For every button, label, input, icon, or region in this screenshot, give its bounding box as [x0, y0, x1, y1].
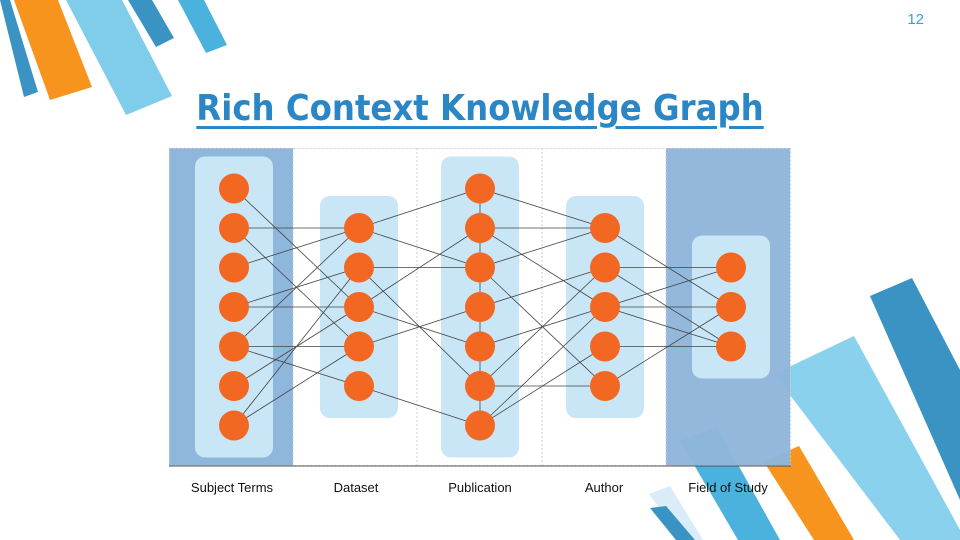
- graph-edge: [479, 227, 606, 268]
- column-label-author: Author: [584, 480, 624, 495]
- graph-node: [344, 213, 374, 243]
- deco-stripe: [178, 0, 227, 53]
- graph-edge: [233, 227, 360, 268]
- graph-node: [716, 331, 746, 362]
- graph-node: [219, 410, 249, 441]
- decorative-stripes-top-left: [0, 0, 227, 115]
- deco-stripe: [128, 0, 174, 47]
- deco-stripe: [649, 486, 703, 540]
- graph-edge: [358, 385, 481, 426]
- graph-node: [344, 252, 374, 283]
- decorative-stripes-bottom-right: [649, 278, 960, 540]
- graph-node: [219, 252, 249, 283]
- graph-edge: [604, 267, 732, 308]
- deco-stripe: [0, 0, 38, 97]
- graph-edge: [604, 306, 732, 347]
- column-label-publication: Publication: [448, 480, 512, 495]
- graph-edge: [479, 227, 606, 308]
- graph-edge: [479, 306, 606, 426]
- graph-edge: [358, 188, 481, 229]
- graph-node: [465, 173, 495, 204]
- graph-node: [344, 292, 374, 322]
- graph-edge: [233, 346, 360, 426]
- graph-node: [716, 252, 746, 283]
- graph-edge: [233, 227, 360, 347]
- graph-node: [219, 331, 249, 362]
- graph-edge: [233, 267, 360, 426]
- column-label-subject-terms: Subject Terms: [190, 480, 274, 495]
- graph-node: [465, 292, 495, 322]
- deco-stripe: [14, 0, 92, 100]
- graph-node: [590, 292, 620, 322]
- graph-edge: [233, 346, 360, 387]
- graph-node: [465, 410, 495, 441]
- graph-node: [590, 213, 620, 243]
- graph-node: [344, 331, 374, 362]
- deco-stripe: [870, 278, 960, 500]
- slide-number: 12: [907, 11, 924, 28]
- graph-node: [716, 292, 746, 322]
- column-label-dataset: Dataset: [333, 480, 379, 495]
- column-label-field-of-study: Field of Study: [688, 480, 768, 495]
- graph-node: [590, 371, 620, 401]
- graph-edge: [358, 227, 481, 308]
- graph-edge: [358, 227, 481, 268]
- deco-stripe: [764, 446, 854, 540]
- graph-node: [219, 371, 249, 401]
- graph-edge: [479, 188, 606, 229]
- graph-node: [465, 331, 495, 362]
- graph-edge: [604, 306, 732, 387]
- slide-title: Rich Context Knowledge Graph: [196, 88, 764, 129]
- deco-stripe: [66, 0, 172, 115]
- graph-node: [219, 173, 249, 204]
- knowledge-graph-diagram: [169, 148, 791, 467]
- graph-edge: [479, 267, 606, 387]
- graph-node: [219, 292, 249, 322]
- deco-stripe: [650, 506, 695, 540]
- graph-edge: [479, 267, 606, 308]
- graph-node: [465, 371, 495, 401]
- graph-edge: [358, 306, 481, 347]
- graph-node: [590, 331, 620, 362]
- graph-node: [465, 213, 495, 243]
- graph-node: [344, 371, 374, 401]
- graph-node: [590, 252, 620, 283]
- graph-node: [219, 213, 249, 243]
- deco-stripe: [774, 336, 960, 540]
- graph-edge: [479, 346, 606, 426]
- graph-node: [465, 252, 495, 283]
